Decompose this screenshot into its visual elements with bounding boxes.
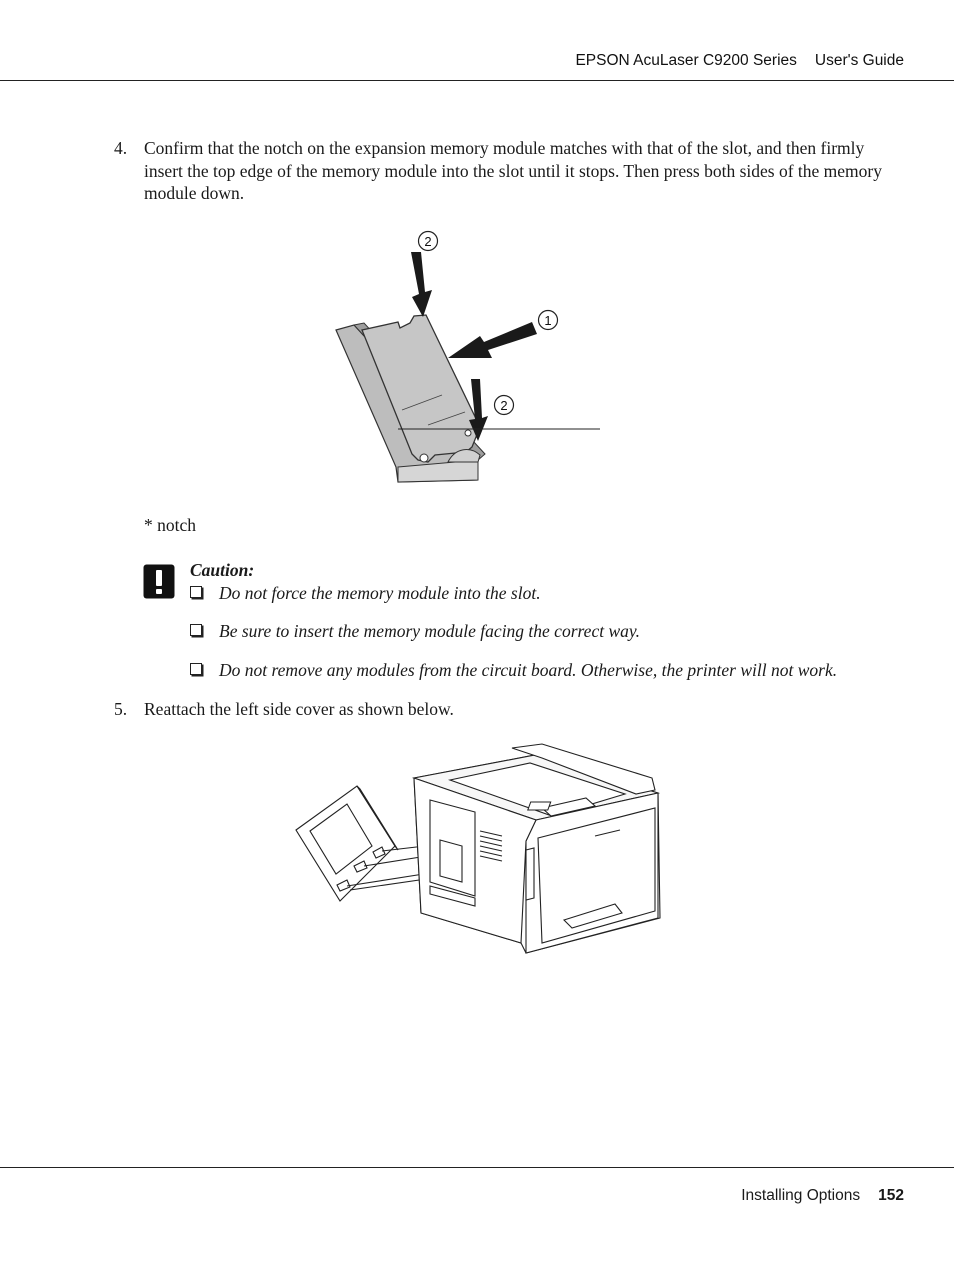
step-number: 4.: [114, 138, 128, 158]
checkbox-bullet-icon: [190, 663, 202, 675]
guide-name: User's Guide: [814, 52, 904, 69]
arrow-down-icon: [411, 252, 432, 317]
caution-item: Be sure to insert the memory module faci…: [190, 621, 640, 642]
printer-cover-figure: [295, 743, 661, 954]
callout-2-bottom: [493, 394, 515, 416]
arrow-down-icon: [469, 379, 488, 441]
product-name: EPSON AcuLaser C9200 Series: [575, 52, 797, 69]
caution-item: Do not remove any modules from the circu…: [190, 660, 837, 681]
svg-text:2: 2: [424, 234, 431, 249]
notch-note: * notch: [144, 515, 197, 535]
section-name: Installing Options: [741, 1187, 861, 1204]
printer: [411, 743, 661, 954]
callout-2-top: [417, 230, 439, 252]
header-rule: [0, 80, 954, 81]
step-number: 5.: [114, 699, 128, 719]
arrow-left-icon: [448, 322, 537, 358]
svg-text:1: 1: [544, 313, 551, 328]
step-text: Reattach the left side cover as shown be…: [144, 699, 454, 719]
memory-module: [361, 314, 481, 463]
footer-rule: [0, 1167, 954, 1168]
left-side-cover: [295, 785, 399, 902]
caution-title: Caution:: [190, 560, 255, 580]
checkbox-bullet-icon: [190, 586, 202, 598]
memory-module-figure: 2 1 2: [335, 230, 600, 483]
caution-item: Do not force the memory module into the …: [190, 583, 541, 604]
page-number: 152: [878, 1187, 904, 1204]
checkbox-bullet-icon: [190, 624, 202, 636]
step-text: Confirm that the notch on the expansion …: [144, 138, 882, 203]
caution-icon: [143, 564, 175, 599]
svg-text:2: 2: [500, 398, 507, 413]
callout-1: [537, 309, 559, 331]
